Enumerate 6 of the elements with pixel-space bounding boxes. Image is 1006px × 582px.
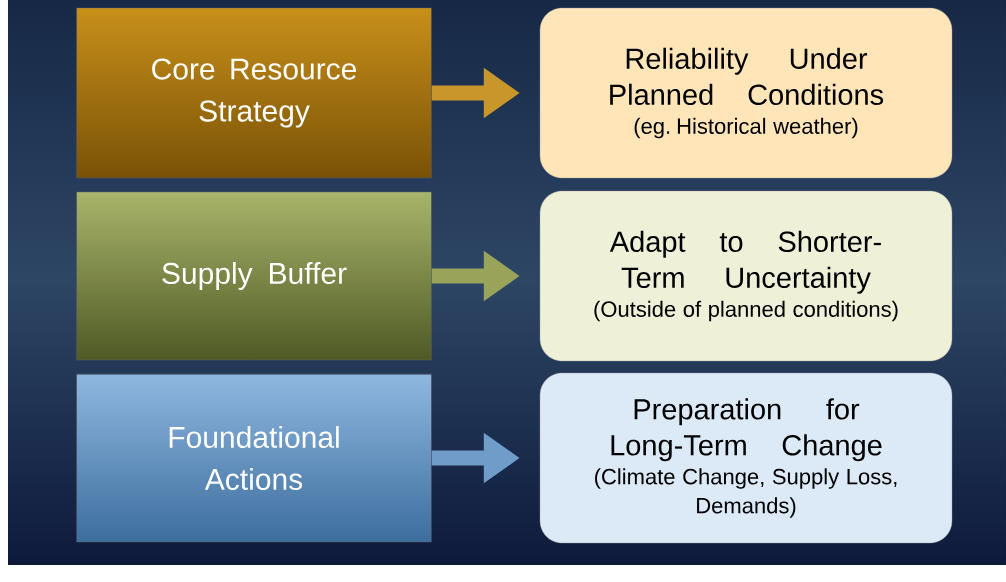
outcome-box: Adapt to Shorter-Term Uncertainty (Outside of planned conditions) xyxy=(539,190,953,362)
strategy-box: Foundational Actions xyxy=(76,373,432,543)
strategy-box: Supply Buffer xyxy=(76,191,432,361)
outcome-box: Reliability Under Planned Conditions (eg. Historical weather) xyxy=(539,7,953,179)
strategy-box: Core Resource Strategy xyxy=(76,7,432,179)
outcome-box: Preparation for Long-Term Change (Climate Change, Supply Loss, Demands) xyxy=(539,372,953,544)
